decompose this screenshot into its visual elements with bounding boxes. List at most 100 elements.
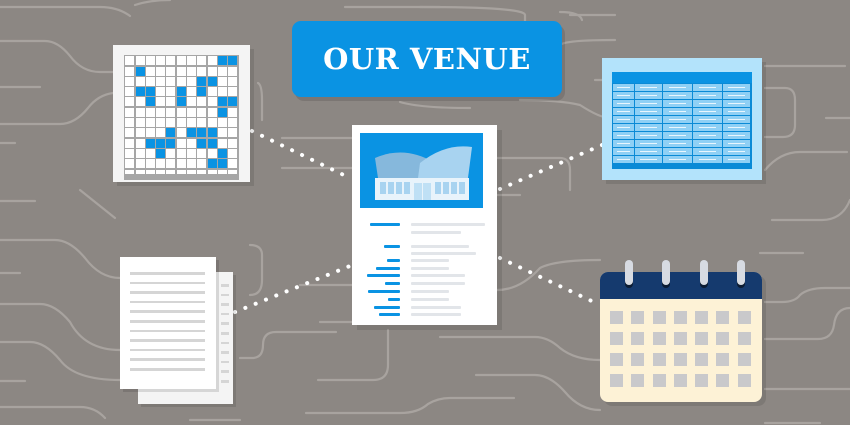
seat-cell (135, 87, 145, 97)
seat-cell (187, 169, 197, 174)
seat-cell (217, 87, 227, 97)
seat-cell (166, 76, 176, 86)
spreadsheet-cell (663, 148, 692, 155)
seat-cell (125, 56, 135, 66)
spreadsheet-cell (693, 84, 722, 91)
seat-cell (187, 97, 197, 107)
seat-cell (217, 66, 227, 76)
seat-cell (197, 128, 207, 138)
spreadsheet-cell (723, 140, 750, 147)
calendar-day-cell (652, 332, 666, 345)
spreadsheet-cell (693, 124, 722, 131)
spreadsheet-cell (635, 124, 662, 131)
seat-cell (228, 169, 238, 174)
spreadsheet-cell (663, 132, 692, 139)
calendar-icon (600, 260, 762, 402)
seat-cell (197, 148, 207, 158)
seat-cell (176, 97, 186, 107)
brochure-heading-bar (379, 313, 400, 316)
seat-cell (156, 66, 166, 76)
seat-cell (228, 87, 238, 97)
document-text-line (221, 332, 229, 335)
spreadsheet-cell (663, 156, 692, 163)
seating-chart-icon (113, 45, 250, 182)
seat-cell (176, 118, 186, 128)
seat-cell (176, 87, 186, 97)
spreadsheet-cell (693, 100, 722, 107)
seat-cell (125, 118, 135, 128)
brochure-heading-bar (376, 267, 400, 270)
brochure-text-line (411, 231, 461, 234)
calendar-day-cell (631, 311, 645, 324)
calendar-day-cell (716, 374, 730, 387)
seat-cell (228, 128, 238, 138)
seat-cell (197, 169, 207, 174)
calendar-ring (737, 260, 745, 285)
brochure-heading-bar (367, 274, 400, 277)
seat-cell (207, 118, 217, 128)
seat-cell (166, 56, 176, 66)
seat-cell (187, 128, 197, 138)
document-text-line (221, 341, 229, 345)
spreadsheet-cell (693, 140, 722, 147)
spreadsheet-cell (613, 148, 634, 155)
seat-cell (197, 107, 207, 117)
calendar-day-cell (673, 374, 687, 387)
seat-cell (125, 87, 135, 97)
spreadsheet-cell (723, 100, 750, 107)
seat-cell (176, 76, 186, 86)
spreadsheet-cell (663, 100, 692, 107)
seat-cell (125, 107, 135, 117)
seat-cell (145, 56, 155, 66)
calendar-day-cell (652, 311, 666, 324)
calendar-day-cell (737, 311, 751, 324)
brochure-heading-bar (384, 245, 400, 248)
spreadsheet-cell (635, 100, 662, 107)
calendar-day-cell (695, 311, 709, 324)
brochure-text-line (411, 245, 469, 248)
seat-cell (135, 107, 145, 117)
calendar-day-cell (695, 332, 709, 345)
spreadsheet-cell (693, 156, 722, 163)
seat-cell (125, 148, 135, 158)
seat-cell (156, 76, 166, 86)
spreadsheet-cell (723, 108, 750, 115)
document-text-line (221, 322, 229, 325)
brochure-text-line (411, 290, 449, 293)
seat-cell (166, 138, 176, 148)
calendar-days (610, 311, 751, 387)
document-text-line (221, 351, 229, 354)
seat-cell (145, 138, 155, 148)
calendar-day-cell (716, 353, 730, 366)
brochure-heading-bar (387, 259, 400, 262)
seat-cell (125, 128, 135, 138)
seat-cell (217, 107, 227, 117)
spreadsheet-icon (602, 58, 762, 180)
seat-cell (207, 148, 217, 158)
seat-cell (135, 128, 145, 138)
venue-brochure-icon (352, 125, 497, 325)
spreadsheet-cell (663, 140, 692, 147)
brochure-heading-bar (374, 306, 400, 309)
seat-cell (145, 66, 155, 76)
spreadsheet-cell (635, 92, 662, 99)
seat-cell (145, 169, 155, 174)
seat-cell (228, 66, 238, 76)
seat-cell (207, 97, 217, 107)
spreadsheet-cell (723, 156, 750, 163)
seat-cell (135, 118, 145, 128)
seat-cell (197, 159, 207, 169)
seat-cell (217, 159, 227, 169)
document-text-line (221, 284, 229, 287)
calendar-day-cell (737, 332, 751, 345)
calendar-day-cell (737, 374, 751, 387)
spreadsheet-cell (635, 156, 662, 163)
spreadsheet-header (612, 72, 752, 83)
seat-cell (217, 148, 227, 158)
seat-cell (135, 76, 145, 86)
seat-cell (125, 138, 135, 148)
seat-cell (145, 76, 155, 86)
seat-cell (228, 138, 238, 148)
seat-cell (187, 159, 197, 169)
